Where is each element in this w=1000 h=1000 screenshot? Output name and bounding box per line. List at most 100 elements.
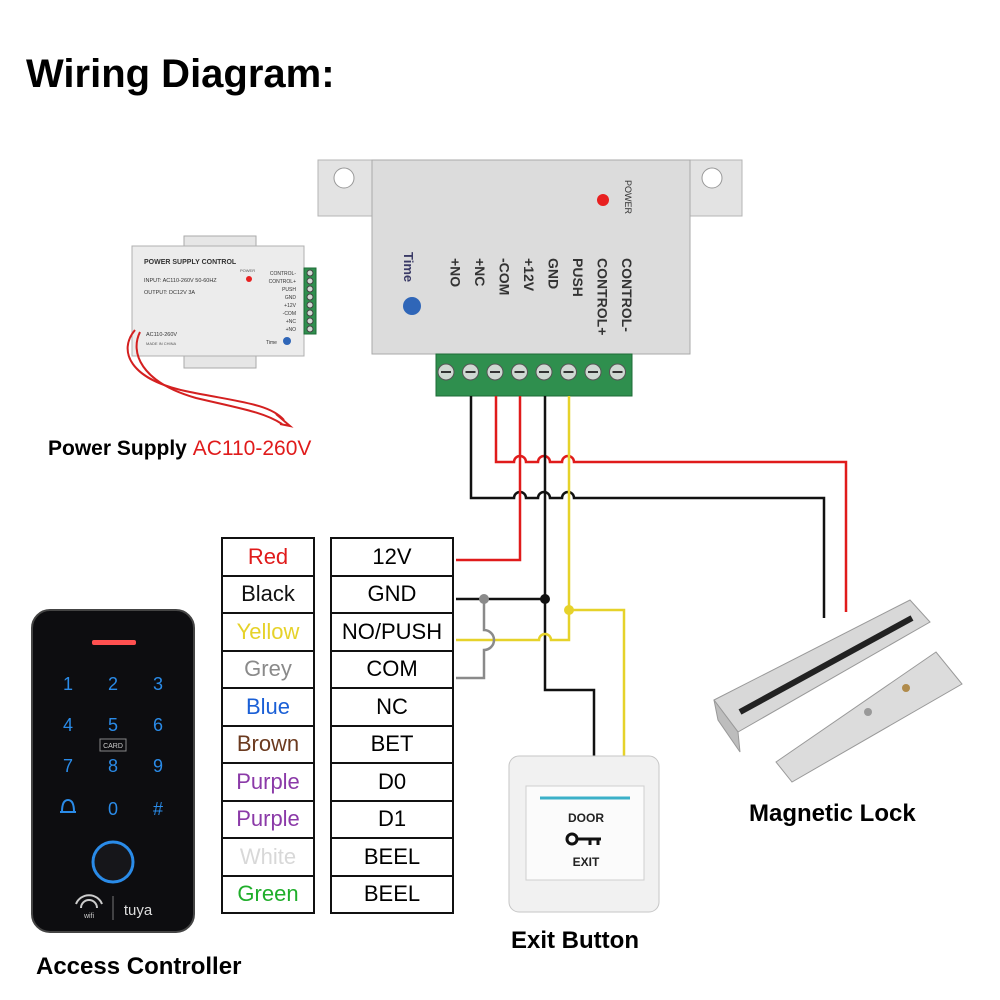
small-terminal-label: +NO [286,327,297,333]
magnetic-lock-caption: Magnetic Lock [749,800,916,827]
wire-signal-cell: BET [330,724,454,764]
wire-color-row: Green [221,874,315,914]
arrow-icon [275,413,294,428]
wire-color-row: Purple [221,799,315,839]
wire-color-row: Blue [221,687,315,727]
keypad-key: 8 [108,756,118,776]
wire-color-row: Yellow [221,612,315,652]
terminal-label: -COM [497,258,513,295]
wire-signal-row: COM [330,649,454,689]
keypad-key: 0 [108,799,118,819]
power-supply-controller: POWER Time CONTROL-CONTROL+PUSHGND+12V-C… [317,159,743,397]
wire-signal-cell: NO/PUSH [330,612,454,652]
wire-color-row: Grey [221,649,315,689]
armature-plate [775,651,963,783]
small-power-led-icon [246,276,252,282]
wire-signal-row: NC [330,687,454,727]
mains-wire-red [126,329,285,421]
page-title: Wiring Diagram: [26,52,335,96]
exit-door-text: DOOR [568,811,604,825]
terminal-label: CONTROL+ [595,258,611,335]
small-terminal-label: +NC [286,319,297,325]
wire-color-cell: White [221,837,315,877]
small-terminal-block [303,267,317,335]
small-unit-time: Time [266,340,277,346]
power-led-label: POWER [623,180,633,215]
key-icon [565,832,601,846]
wire-signal-cell: BEEL [330,837,454,877]
keypad-key: 2 [108,674,118,694]
lock-face [738,615,914,715]
power-supply-label: Power Supply AC110-260V [48,437,311,461]
wire-signal-cell: NC [330,687,454,727]
armature-hole-icon [864,708,872,716]
wire-color-cell: Brown [221,724,315,764]
access-controller-caption: Access Controller [36,953,242,980]
wire-signal-row: BET [330,724,454,764]
power-supply-voltage: AC110-260V [192,437,312,460]
keypad-key: 6 [153,715,163,735]
junction-com-icon [479,594,489,604]
wire-signal-cell: COM [330,649,454,689]
keypad-key: 9 [153,756,163,776]
wire-signal-cell: D1 [330,799,454,839]
wire-color-row: Red [221,537,315,577]
wire-color-row: Black [221,574,315,614]
keypad-key: 1 [63,674,73,694]
small-terminal-label: PUSH [282,287,296,293]
wire-signal-cell: 12V [330,537,454,577]
small-screw-icon [306,269,314,277]
small-screw-icon [306,301,314,309]
keypad-key: # [153,799,163,819]
exit-button-device: DOOR EXIT [508,755,660,913]
wire-color-row: Brown [221,724,315,764]
terminal-label: +12V [521,258,537,292]
bell-icon [60,798,76,813]
small-terminal-label: GND [285,295,297,301]
exit-push-face [525,785,645,881]
mount-hole-right [701,167,723,189]
wire-red-lock [494,396,848,612]
mount-hole-left [333,167,355,189]
terminal-label: +NO [448,258,464,287]
wire-color-row: Purple [221,762,315,802]
wire-color-row: White [221,837,315,877]
armature-screw-icon [902,684,910,692]
time-label: Time [401,252,416,282]
wire-color-cell: Grey [221,649,315,689]
power-supply-label-text: Power Supply [48,437,187,460]
exit-button-caption: Exit Button [511,927,639,954]
wire-signal-row: GND [330,574,454,614]
lock-end [713,699,741,753]
brand-label: tuya [124,902,153,919]
wire-color-cell: Red [221,537,315,577]
wifi-icon [75,894,103,909]
wires [456,396,848,756]
mains-wire-red-2 [135,331,283,425]
wire-red-12v [456,396,522,562]
terminal-label: +NC [472,258,488,286]
keypad-body [31,609,195,933]
terminal-label: PUSH [570,258,586,297]
small-unit-title: POWER SUPPLY CONTROL [144,259,237,266]
wire-black-gnd [543,396,596,756]
wire-signal-row: D0 [330,762,454,802]
wire-signal-row: 12V [330,537,454,577]
small-unit-body [131,245,305,357]
wire-signal-row: NO/PUSH [330,612,454,652]
small-screw-icon [306,277,314,285]
wire-grey-com [456,599,496,680]
wire-color-cell: Purple [221,799,315,839]
wire-signal-cell: D0 [330,762,454,802]
card-label: CARD [103,743,123,750]
wifi-label: wifi [83,913,95,920]
wire-signal-row: BEEL [330,837,454,877]
fingerprint-sensor-icon [91,840,135,884]
wire-color-cell: Green [221,874,315,914]
wire-color-cell: Yellow [221,612,315,652]
small-screw-icon [306,285,314,293]
small-unit-made: MADE IN CHINA [146,341,177,346]
small-screw-icon [306,325,314,333]
